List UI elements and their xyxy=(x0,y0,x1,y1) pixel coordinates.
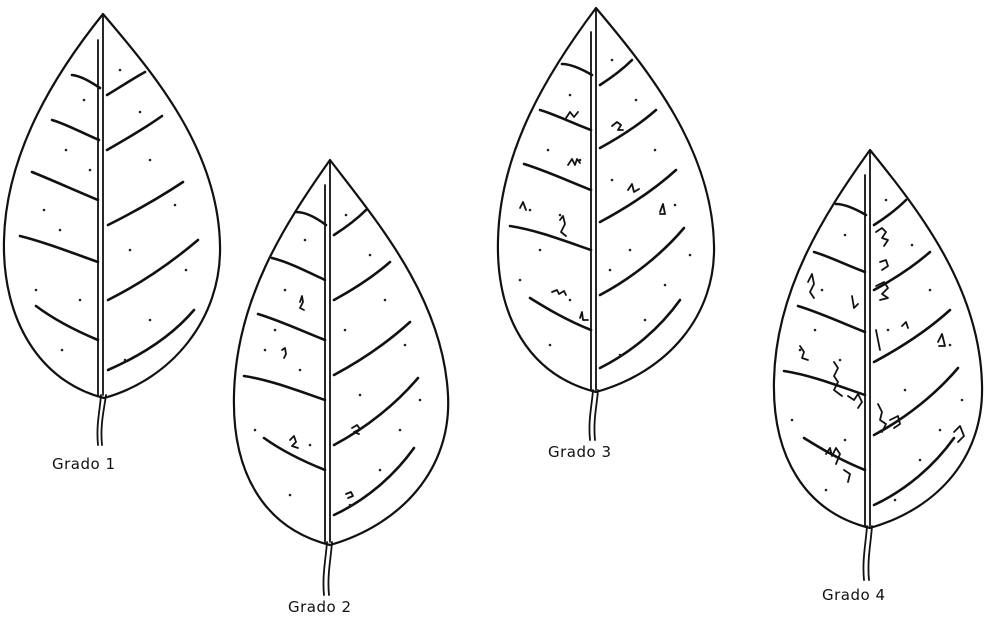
leaf-grade-1 xyxy=(4,14,220,445)
leaf-grade-4-label: Grado 4 xyxy=(822,586,886,604)
leaf-grade-2-label: Grado 2 xyxy=(288,598,352,616)
leaf-grade-1-outline xyxy=(4,14,220,398)
leaf-grade-1-label: Grado 1 xyxy=(52,455,116,473)
leaf-grade-3 xyxy=(498,8,714,440)
leaf-grade-3-outline xyxy=(498,8,714,392)
leaf-grade-2 xyxy=(234,160,448,595)
leaf-grade-3-label: Grado 3 xyxy=(548,443,612,461)
leaf-grade-2-outline xyxy=(234,160,448,545)
leaf-grade-4 xyxy=(774,150,982,580)
